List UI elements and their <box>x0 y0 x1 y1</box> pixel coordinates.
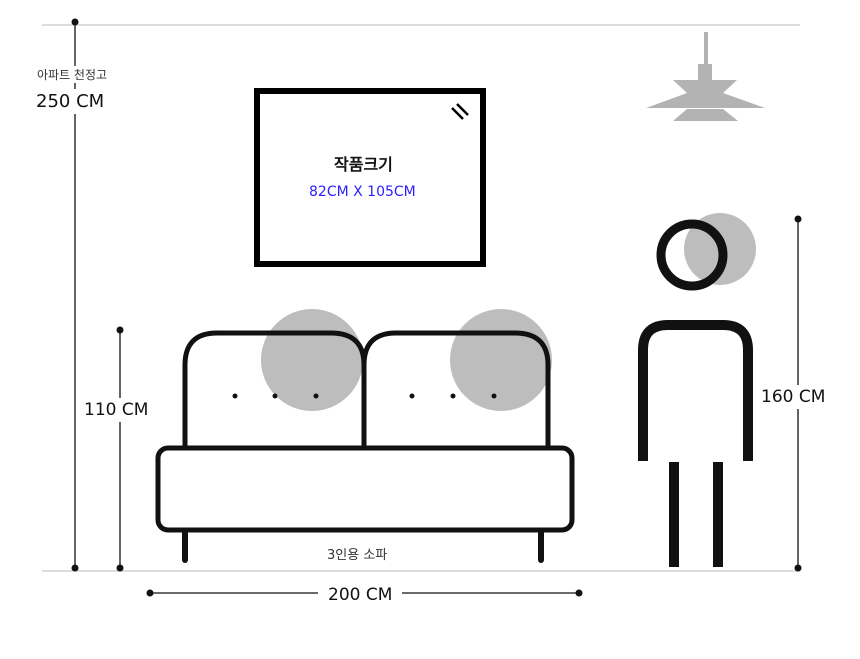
artwork-title: 작품크기 <box>334 151 393 175</box>
ceiling-caption: 아파트 천정고 <box>37 66 108 83</box>
person-height-label: 160 CM <box>761 385 826 409</box>
sofa-width-label: 200 CM <box>318 585 403 605</box>
pendant-lamp-icon <box>646 32 765 121</box>
person-icon <box>638 213 756 567</box>
artwork-frame <box>254 88 486 267</box>
sofa-icon <box>155 309 575 563</box>
artwork-size: 82CM X 105CM <box>309 184 416 200</box>
ceiling-height-label: 250 CM <box>36 89 105 114</box>
sofa-height-dimension-line <box>116 326 124 572</box>
sofa-height-label: 110 CM <box>84 398 149 422</box>
sofa-label: 3인용 소파 <box>327 548 388 563</box>
